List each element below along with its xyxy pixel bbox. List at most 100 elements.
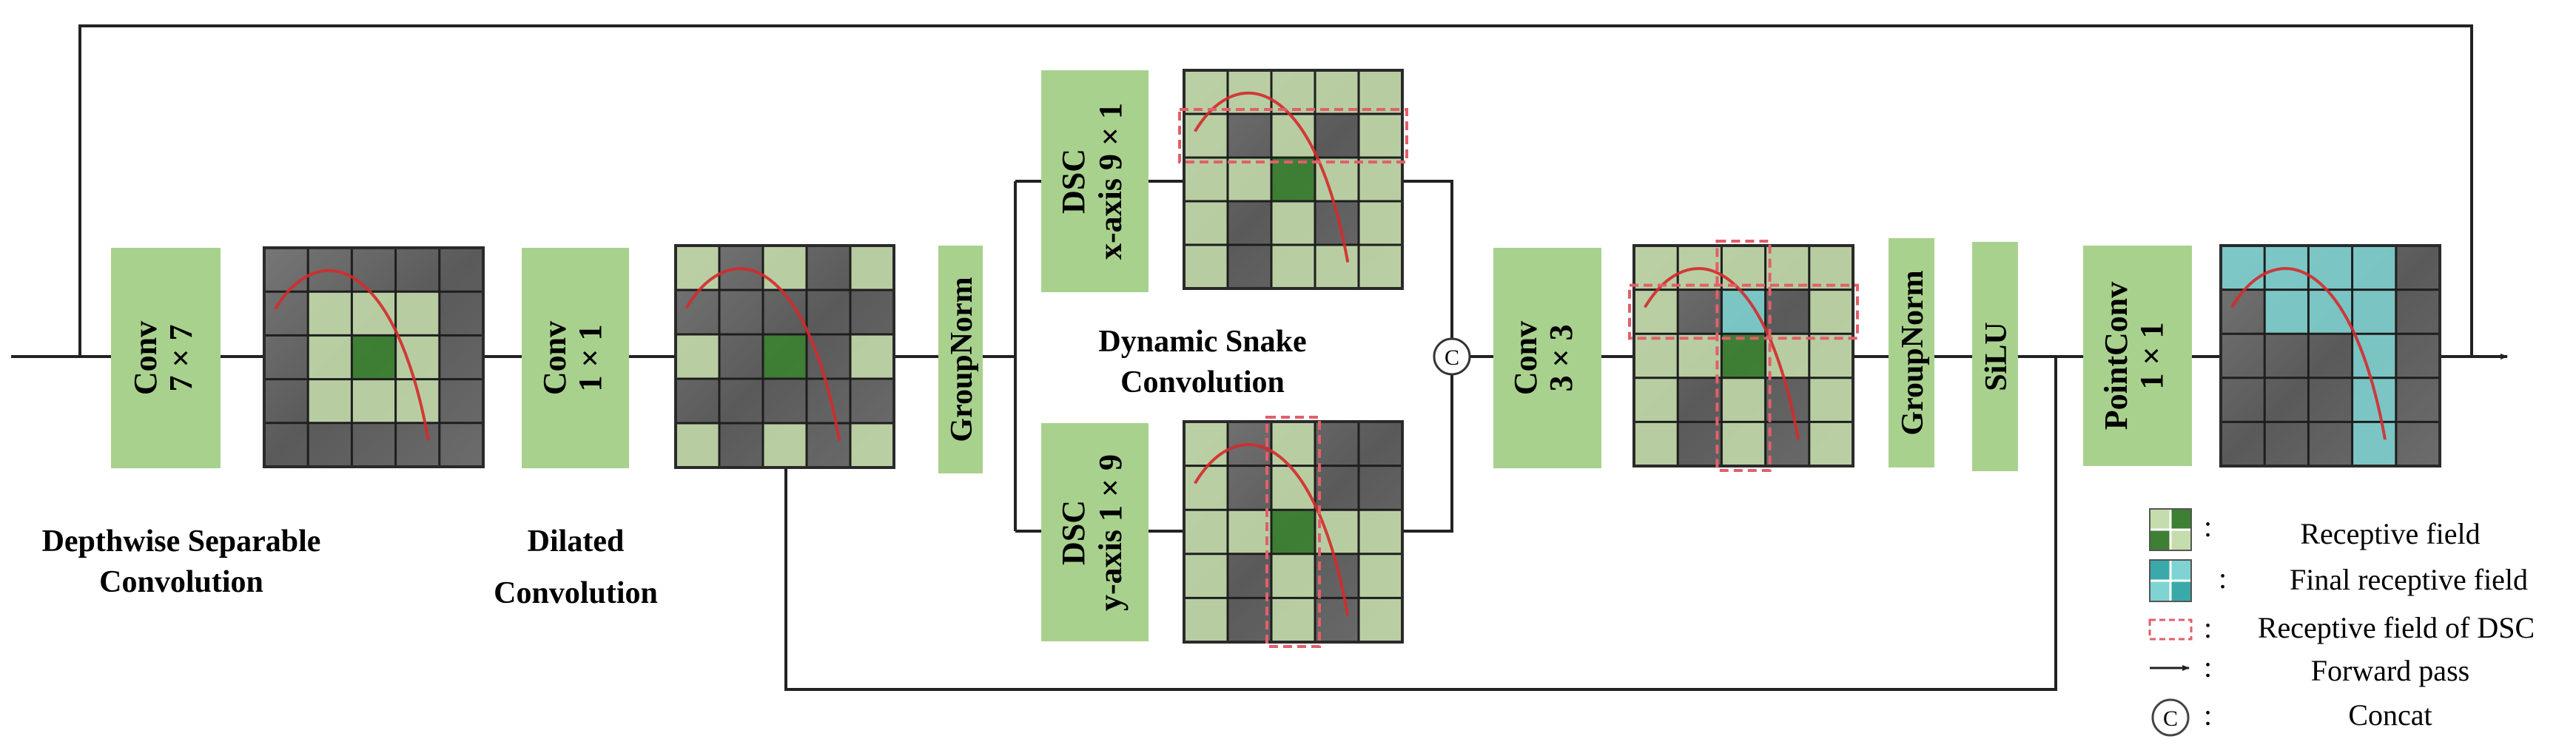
snake-curve	[2230, 267, 2387, 440]
grid-cell	[1315, 70, 1359, 114]
pointconv-kernel: 1 × 1	[2133, 322, 2170, 389]
grid-cell	[1315, 245, 1359, 288]
connection-lines	[11, 24, 2508, 691]
grid-cell	[1184, 598, 1228, 642]
dilated-receptive-grid	[674, 244, 895, 469]
depthwise-caption-line2: Convolution	[99, 565, 263, 599]
grid-cell	[1765, 334, 1809, 378]
legend-final-label: Final receptive field	[2290, 563, 2528, 596]
groupnorm-block-1: GroupNorm	[938, 246, 983, 473]
grid-cell	[1271, 201, 1315, 245]
legend-final-swatch-icon	[2149, 559, 2192, 602]
dsc-x-receptive-grid	[1178, 69, 1408, 290]
grid-cell	[2352, 422, 2396, 466]
legend-sep-4: :	[2204, 650, 2212, 684]
grid-cell	[1271, 114, 1315, 158]
grid-cell	[1271, 158, 1315, 201]
grid-lines	[676, 246, 894, 468]
conv7-kernel: 7 × 7	[163, 324, 199, 391]
pointconv-label: PointConv	[2098, 282, 2134, 430]
grid-border	[2219, 244, 2441, 468]
dsc-y-axis-block: DSC y-axis 1 × 9	[1041, 423, 1149, 641]
conv3-kernel: 3 × 3	[1543, 324, 1579, 391]
grid-cell	[1359, 598, 1402, 642]
legend-sep-5: :	[2204, 698, 2212, 732]
grid-cell	[1359, 553, 1402, 598]
grid-cell	[676, 423, 719, 468]
grid-lines	[1634, 246, 1853, 466]
snake-curve	[685, 267, 841, 442]
grid-border	[674, 244, 895, 469]
grid-cell	[1359, 114, 1402, 158]
legend-concat-symbol: C	[2163, 706, 2178, 731]
grid-cell	[1315, 510, 1359, 554]
grid-cell	[1721, 246, 1766, 290]
residual-skip-line	[78, 24, 2473, 357]
grid-cell	[1184, 114, 1228, 158]
dscx-label: DSC	[1055, 149, 1092, 214]
depthwise-caption: Depthwise Separable Convolution	[42, 524, 321, 599]
link-merge-concat	[1402, 180, 1453, 533]
groupnorm1-label: GroupNorm	[945, 277, 979, 442]
grid-cell	[1184, 553, 1228, 598]
conv1-label: Conv	[537, 321, 573, 395]
grid-cell	[2308, 246, 2353, 290]
grid-cell	[1271, 465, 1315, 510]
conv3-label: Conv	[1507, 321, 1544, 395]
grid-cell	[1359, 510, 1402, 554]
grid-cell	[676, 334, 719, 379]
grid-cell	[1184, 201, 1228, 245]
grid-cell	[1634, 246, 1678, 290]
legend-forward-label: Forward pass	[2311, 654, 2469, 687]
grid-cell	[352, 379, 396, 423]
grid-cell	[1184, 245, 1228, 288]
grid-cell	[1271, 510, 1315, 554]
concat-symbol: C	[1445, 345, 1459, 370]
conv1-kernel: 1 × 1	[572, 324, 608, 391]
dsc-x-axis-block: DSC x-axis 9 × 1	[1041, 70, 1149, 292]
grid-lines	[1184, 422, 1402, 642]
grid-cell	[1765, 246, 1809, 290]
grid-cell	[1678, 334, 1722, 378]
concat-node: C	[1433, 337, 1471, 376]
grid-cell	[308, 335, 352, 379]
snake-curve	[274, 269, 430, 441]
legend-dsc-swatch-icon	[2148, 618, 2193, 641]
pointconv-1x1-block: PointConv 1 × 1	[2083, 246, 2192, 466]
grid-cell	[1359, 158, 1402, 201]
grid-cell	[352, 291, 396, 336]
grid-cell	[1634, 377, 1678, 422]
grid-cell	[1271, 422, 1315, 466]
legend-sep-2: :	[2219, 561, 2227, 595]
snake-caption: Dynamic Snake Convolution	[1098, 325, 1306, 399]
grid-cell	[1809, 422, 1853, 466]
grid-cell	[1721, 289, 1766, 334]
grid-cell	[1184, 158, 1228, 201]
dsc-field-dashed-box	[1178, 108, 1408, 163]
grid-cell	[1721, 334, 1766, 378]
dscy-label: DSC	[1055, 500, 1092, 565]
grid-cell	[1271, 70, 1315, 114]
grid-cell	[1228, 510, 1271, 554]
grid-cell	[1809, 246, 1853, 290]
grid-lines	[264, 248, 483, 467]
grid-cell	[850, 423, 894, 468]
legend-receptive-swatch-icon	[2149, 508, 2192, 551]
grid-cell	[1228, 158, 1271, 201]
grid-cell	[1184, 465, 1228, 510]
grid-cell	[2221, 246, 2265, 290]
grid-border	[263, 246, 485, 468]
legend-dsc-label: Receptive field of DSC	[2258, 611, 2535, 644]
snake-curve	[1194, 92, 1350, 263]
dscx-kernel: x-axis 9 × 1	[1092, 103, 1129, 260]
grid-cell	[2352, 246, 2396, 290]
silu-block: SiLU	[1972, 242, 2018, 471]
grid-cell	[308, 291, 352, 336]
grid-cell	[2352, 289, 2396, 334]
dilated-caption-line2: Convolution	[494, 576, 658, 610]
dilated-caption: Dilated Convolution	[494, 524, 658, 610]
dsc-field-dashed-box	[1628, 283, 1859, 340]
grid-cell	[763, 334, 807, 379]
dilated-caption-line1: Dilated	[528, 524, 625, 558]
combined-receptive-grid	[1628, 240, 1859, 472]
